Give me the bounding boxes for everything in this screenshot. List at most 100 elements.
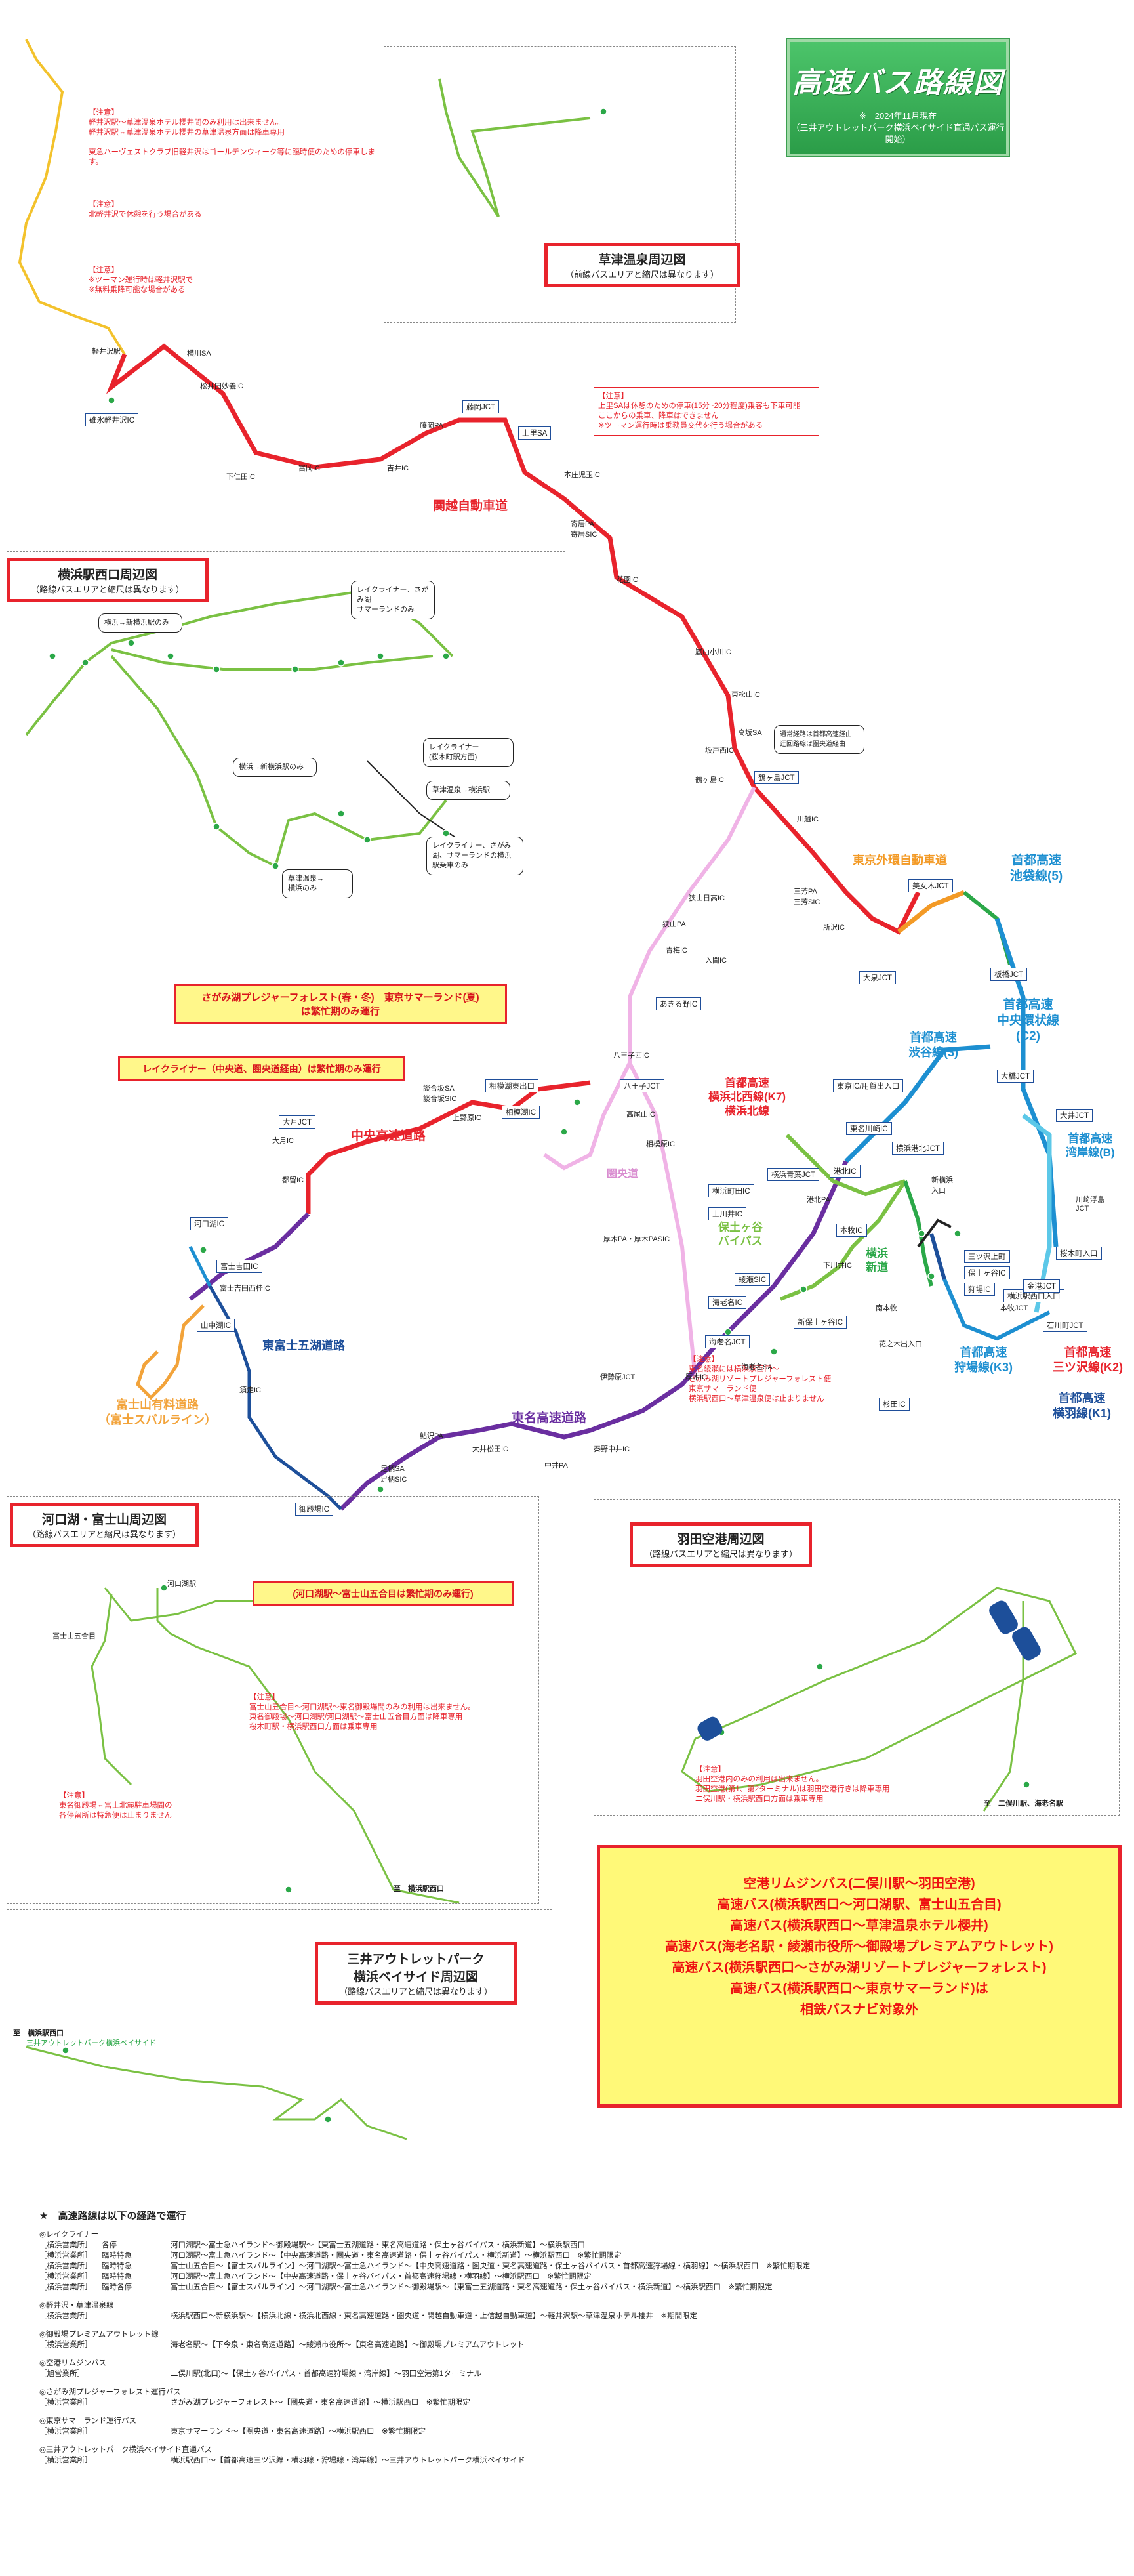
- stop-minamidai: 南本牧: [876, 1304, 897, 1312]
- route-row: ［旭営業所］二俣川駅(北口)～【保土ヶ谷バイパス・首都高速狩場線・湾岸線】～羽田…: [39, 2369, 1102, 2379]
- road-wangan: 首都高速 湾岸線(B): [1066, 1132, 1115, 1159]
- route-row-cell: [102, 2311, 171, 2321]
- stop-karuizawa: 軽井沢駅: [92, 348, 121, 356]
- route-hokusei: [785, 1133, 906, 1197]
- stop-fujiyoshida: 富士吉田IC: [216, 1260, 262, 1273]
- haneda-terminal-1: [697, 1716, 723, 1741]
- stop-kamisato: 上里SA: [518, 426, 552, 440]
- stop-ashigara-sic: 足柄SIC: [380, 1476, 407, 1484]
- stop-tomioka: 富岡IC: [298, 465, 320, 472]
- route-row-cell: ［横浜営業所］: [39, 2457, 92, 2464]
- route-row-cell: 臨時特急: [102, 2262, 132, 2270]
- route-section: ◎御殿場プレミアムアウトレット線［横浜営業所］海老名駅～【下今泉・東名高速道路】…: [39, 2329, 1102, 2350]
- yoko-bubble-4: レイクライナー(桜木町駅方面): [423, 738, 514, 767]
- route-row-cell: 富士山五合目～【富士スバルライン】～河口湖駅～富士急ハイランド～【中央高速道路・…: [171, 2262, 811, 2270]
- mitsui-inset: [7, 1909, 552, 2199]
- route-section-title: ◎三井アウトレットパーク横浜ベイサイド直通バス: [39, 2446, 213, 2454]
- stop-fujioka-jct: 藤岡JCT: [462, 400, 500, 413]
- route-row-cell: ［横浜営業所］: [39, 2341, 92, 2349]
- route-listing-sections: ◎レイクライナー［横浜営業所］各停河口湖駅～富士急ハイランド～御殿場駅～【東富士…: [39, 2230, 1102, 2466]
- haneda-inset-to: 至 二俣川駅、海老名駅: [984, 1800, 1063, 1808]
- stop-ohashi: 大橋JCT: [997, 1070, 1034, 1083]
- non-target-line-3: 高速バス(横浜駅西口～草津温泉ホテル櫻井): [730, 1919, 988, 1933]
- stop-karuizawa-ic: 碓氷軽井沢IC: [85, 413, 138, 426]
- stop-iruma: 入間IC: [705, 957, 727, 965]
- road-gaikan: 東京外環自動車道: [853, 854, 947, 867]
- stop-akiruno: あきる野IC: [656, 997, 702, 1010]
- page-subtitle: ※ 2024年11月現在 （三井アウトレットパーク横浜ベイサイド直通バス運行開始…: [791, 111, 1005, 144]
- stop-yokohama-machida: 横浜町田IC: [708, 1184, 754, 1197]
- route-kanetsu: [106, 343, 921, 935]
- road-chuokanjo: 首都高速 中央環状線 (C2): [997, 998, 1060, 1043]
- stop-ashigara: 足柄SA: [380, 1465, 405, 1473]
- page-title: 高速バス路線図: [792, 67, 1003, 99]
- kusatsu-inset: [384, 46, 736, 323]
- route-row-cell: さがみ湖プレジャーフォレスト～【圏央道・東名高速道路】～横浜駅西口 ※繁忙期限定: [171, 2399, 470, 2407]
- stop-isehara: 伊勢原JCT: [600, 1373, 636, 1381]
- stop-ishikawacho: 石川町JCT: [1043, 1319, 1087, 1332]
- yoko-bubble-1: レイクライナー、さがみ湖サマーランドのみ: [351, 581, 435, 619]
- non-target-line-1: 空港リムジンバス(二俣川駅～羽田空港): [743, 1877, 975, 1891]
- stop-atsugi: 厚木IC: [685, 1373, 707, 1381]
- road-tomei: 東名高速道路: [512, 1411, 587, 1425]
- route-chuo: [306, 1080, 591, 1214]
- stop-otsuki: 大月IC: [272, 1137, 294, 1145]
- stop-dangozaka: 談合坂SA 談合坂SIC: [423, 1085, 457, 1103]
- note-fuji: 【注意】 富士山五合目～河口湖駅～東名御殿場間のみの利用は出来ません。 東名御殿…: [249, 1693, 476, 1731]
- stop-ebina-ic: 海老名IC: [708, 1296, 746, 1309]
- mitsui-inset-road: [26, 2046, 407, 2140]
- road-yokoshin: 横浜 新道: [866, 1247, 888, 1274]
- route-section-title: ◎空港リムジンバス: [39, 2359, 107, 2367]
- yoko-bubble-6: レイクライナー、さがみ湖、サマーランドの横浜駅乗車のみ: [426, 837, 523, 875]
- yoko-inset-road-2: [111, 648, 434, 671]
- kawaguchiko-inset-title: 河口湖・富士山周辺図 （路線バスエリアと縮尺は異なります）: [10, 1503, 199, 1547]
- stop-shinyokohama: 新横浜 入口: [931, 1176, 953, 1195]
- route-row-cell: 河口湖駅～富士急ハイランド～御殿場駅～【東富士五湖道路・東名高速道路・保土ヶ谷バ…: [171, 2241, 586, 2249]
- stop-kohoku: 港北IC: [830, 1165, 861, 1178]
- stop-yokokawa: 横川SA: [187, 350, 211, 358]
- route-kenodo-south: [628, 1062, 697, 1379]
- stop-tokyo-ic: 東京IC/用賀出入口: [833, 1079, 904, 1092]
- road-hodogaya: 保土ヶ谷 バイパス: [718, 1221, 763, 1248]
- route-section-title: ◎東京サマーランド運行バス: [39, 2417, 137, 2425]
- route-kawaguchi-line: [188, 1245, 212, 1287]
- stop-sagamiko: 相模湖IC: [502, 1106, 540, 1119]
- stop-matsuida: 松井田妙義IC: [200, 383, 243, 390]
- stop-sugita: 杉田IC: [879, 1398, 910, 1411]
- kawa-inset-station: 河口湖駅: [167, 1580, 196, 1588]
- stop-shinhodogaya: 新保土ヶ谷IC: [794, 1316, 847, 1329]
- route-row-cell: 各停: [102, 2241, 117, 2249]
- route-shuto-shibuya: [844, 1044, 991, 1163]
- kawa-inset-to-yokohama: 至 横浜駅西口: [394, 1885, 444, 1893]
- stop-hadano: 秦野中井IC: [594, 1445, 630, 1453]
- stop-honjo: 本庄児玉IC: [564, 471, 600, 479]
- stop-ome: 青梅IC: [666, 947, 687, 955]
- stop-tsurugashima: 鶴ヶ島IC: [695, 776, 724, 784]
- stop-kariba-ic: 狩場IC: [964, 1283, 995, 1296]
- route-gaikan: [897, 890, 965, 934]
- route-row-cell: 臨時特急: [102, 2273, 132, 2281]
- stop-sagamiko-higashi: 相模湖東出口: [485, 1079, 538, 1092]
- sagamiko-banner: さがみ湖プレジャーフォレスト(春・冬) 東京サマーランド(夏) は繁忙期のみ運行: [174, 984, 507, 1024]
- stop-kamikawai: 東名川崎IC: [846, 1122, 892, 1135]
- stop-yamanakako: 山中湖IC: [197, 1319, 235, 1332]
- route-row: ［横浜営業所］東京サマーランド～【圏央道・東名高速道路】～横浜駅西口 ※繁忙期限…: [39, 2426, 1102, 2437]
- stop-kohoku-jct: 横浜港北JCT: [892, 1142, 944, 1155]
- route-section-title: ◎さがみ湖プレジャーフォレスト運行バス: [39, 2388, 181, 2396]
- route-row: ［横浜営業所］臨時特急富士山五合目～【富士スバルライン】～河口湖駅～富士急ハイラ…: [39, 2261, 1102, 2272]
- non-target-line-2: 高速バス(横浜駅西口～河口湖駅、富士山五合目): [717, 1898, 1002, 1912]
- route-section: ◎東京サマーランド運行バス［横浜営業所］東京サマーランド～【圏央道・東名高速道路…: [39, 2416, 1102, 2437]
- stop-tokorozawa: 所沢IC: [823, 924, 845, 932]
- route-listing-header: ★ 高速路線は以下の経路で運行: [39, 2211, 186, 2222]
- route-section: ◎三井アウトレットパーク横浜ベイサイド直通バス［横浜営業所］横浜駅西口～【首都高…: [39, 2445, 1102, 2466]
- road-shibuya: 首都高速 渋谷線(3): [908, 1031, 958, 1059]
- non-target-line-7: 相鉄バスナビ対象外: [800, 2003, 918, 2017]
- stop-yorii-sic: 寄居SIC: [571, 531, 597, 539]
- route-row-cell: [102, 2369, 171, 2379]
- route-row-cell: ［横浜営業所］: [39, 2312, 92, 2320]
- route-row-cell: 海老名駅～【下今泉・東名高速道路】～綾瀬市役所～【東名高速道路】～御殿場プレミア…: [171, 2341, 525, 2349]
- mitsui-inset-station: 三井アウトレットパーク横浜ベイサイド: [26, 2039, 156, 2047]
- haneda-inset-title: 羽田空港周辺図 （路線バスエリアと縮尺は異なります）: [630, 1522, 812, 1567]
- non-target-routes-panel: 空港リムジンバス(二俣川駅～羽田空港) 高速バス(横浜駅西口～河口湖駅、富士山五…: [597, 1845, 1122, 2108]
- stop-yorii: 寄居PA: [571, 520, 594, 528]
